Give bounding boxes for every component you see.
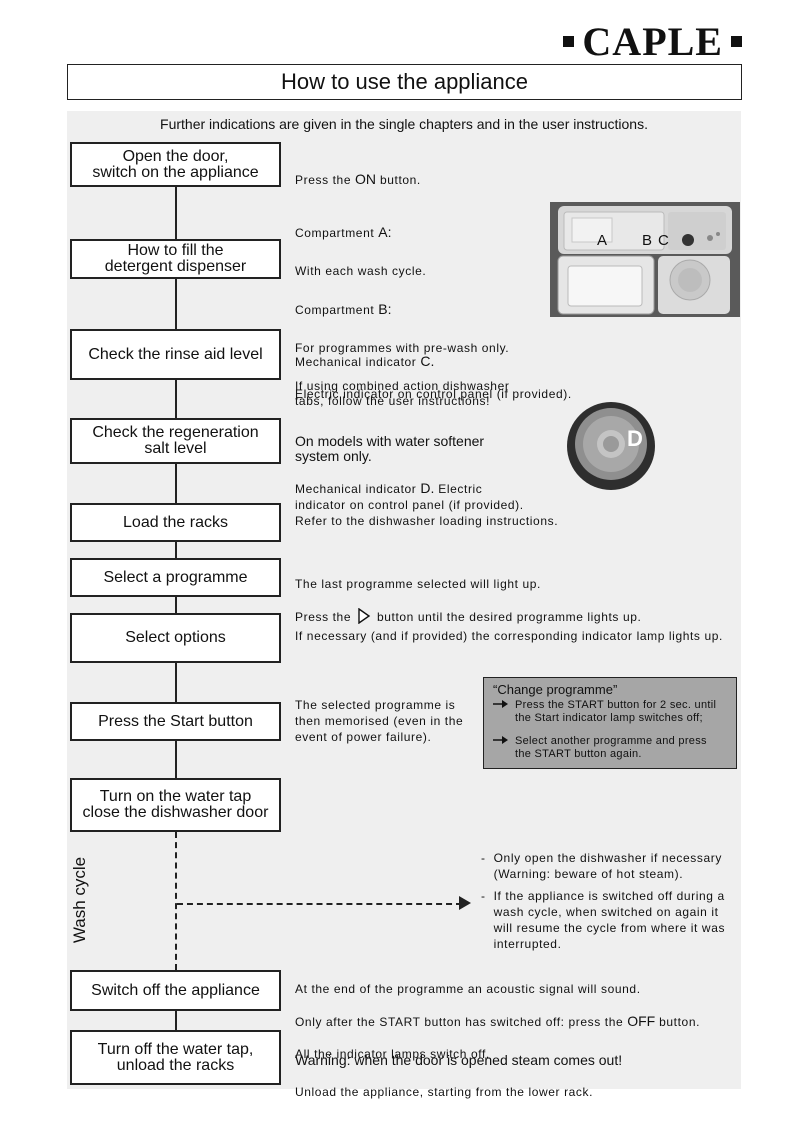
connector-line xyxy=(175,380,177,418)
compartment-a-line: Compartment A: xyxy=(295,223,509,243)
step-fill-detergent: How to fill the detergent dispenser xyxy=(70,239,281,279)
desc-text: button. xyxy=(655,1015,700,1029)
arrow-right-icon xyxy=(493,735,509,761)
step-select-programme: Select a programme xyxy=(70,558,281,597)
indicator-c-letter: C. xyxy=(420,353,434,369)
label-c: C xyxy=(658,232,669,249)
change-item-text: Select another programme and press the S… xyxy=(515,735,707,761)
label-b: B xyxy=(642,232,652,249)
unload-text: Unload the appliance, starting from the … xyxy=(295,1084,622,1100)
desc-rinse-aid: Mechanical indicator C. Electric indicat… xyxy=(295,337,572,418)
wash-cycle-label: Wash cycle xyxy=(70,857,90,943)
desc-load: Refer to the dishwasher loading instruct… xyxy=(295,513,558,529)
connector-line xyxy=(175,663,177,702)
desc-text: Compartment xyxy=(295,226,378,240)
compartment-b-line: Compartment B: xyxy=(295,300,509,320)
wash-bullet: - Only open the dishwasher if necessary … xyxy=(481,850,722,882)
change-programme-item: Select another programme and press the S… xyxy=(493,735,707,761)
logo-square-right xyxy=(731,36,742,47)
connector-line xyxy=(175,597,177,613)
wash-bullet: - If the appliance is switched off durin… xyxy=(481,888,725,952)
switchoff-line-2: Only after the START button has switched… xyxy=(295,1013,700,1030)
switchoff-line-1: At the end of the programme an acoustic … xyxy=(295,981,700,997)
compartment-a-text: With each wash cycle. xyxy=(295,262,509,281)
desc-text: Mechanical indicator xyxy=(295,355,420,369)
desc-text: Press the xyxy=(295,610,355,624)
connector-line xyxy=(175,464,177,503)
brand-logo: CAPLE xyxy=(563,18,742,65)
rinse-line-1: Mechanical indicator C. xyxy=(295,353,572,370)
steam-warning: Warning: when the door is opened steam c… xyxy=(295,1052,622,1068)
salt-line: Mechanical indicator D. Electric indicat… xyxy=(295,480,524,513)
bullet-dash: - xyxy=(481,850,486,882)
brand-name: CAPLE xyxy=(582,18,723,65)
compartment-a-letter: A: xyxy=(378,224,391,240)
step-check-salt: Check the regeneration salt level xyxy=(70,418,281,464)
select-line-1: The last programme selected will light u… xyxy=(295,576,641,592)
connector-line xyxy=(175,187,177,239)
change-item-text: Press the START button for 2 sec. until … xyxy=(515,699,716,725)
step-check-rinse-aid: Check the rinse aid level xyxy=(70,329,281,380)
logo-square-left xyxy=(563,36,574,47)
desc-text: Only after the START button has switched… xyxy=(295,1015,627,1029)
play-button-icon xyxy=(357,608,371,628)
connector-line xyxy=(175,542,177,558)
label-a: A xyxy=(597,232,607,249)
salt-indicator-photo: D xyxy=(563,400,659,492)
indicator-d-letter: D. xyxy=(420,480,434,496)
desc-open-door: Press the ON button. xyxy=(295,155,421,188)
select-line-2: Press the button until the desired progr… xyxy=(295,608,641,628)
step-turn-on-tap: Turn on the water tap close the dishwash… xyxy=(70,778,281,832)
arrow-right-icon xyxy=(493,699,509,725)
desc-start: The selected programme is then memorised… xyxy=(295,697,463,745)
wash-bullet-text: Only open the dishwasher if necessary (W… xyxy=(494,850,722,882)
desc-text: Compartment xyxy=(295,303,378,317)
label-d: D xyxy=(627,426,643,452)
connector-line xyxy=(175,1011,177,1030)
compartment-b-letter: B: xyxy=(378,301,391,317)
step-switch-off: Switch off the appliance xyxy=(70,970,281,1011)
wash-bullet-text: If the appliance is switched off during … xyxy=(494,888,725,952)
step-load-racks: Load the racks xyxy=(70,503,281,542)
on-word: ON xyxy=(355,171,376,187)
wash-cycle-dashed-line xyxy=(175,832,177,970)
desc-text: button. xyxy=(376,173,421,187)
intro-text: Further indications are given in the sin… xyxy=(67,116,741,132)
page-title: How to use the appliance xyxy=(67,64,742,100)
bullet-dash: - xyxy=(481,888,486,952)
change-programme-item: Press the START button for 2 sec. until … xyxy=(493,699,716,725)
rinse-line-2: Electric indicator on control panel (if … xyxy=(295,386,572,402)
dispenser-photo: A B C xyxy=(550,202,740,317)
change-programme-title: “Change programme” xyxy=(493,682,617,697)
connector-line xyxy=(175,279,177,329)
desc-text: Mechanical indicator xyxy=(295,482,420,496)
desc-text: Press the xyxy=(295,173,355,187)
step-press-start: Press the Start button xyxy=(70,702,281,741)
salt-heading: On models with water softener system onl… xyxy=(295,434,524,464)
desc-text: button until the desired programme light… xyxy=(373,610,641,624)
step-select-options: Select options xyxy=(70,613,281,663)
desc-unload: Warning: when the door is opened steam c… xyxy=(295,1036,622,1116)
desc-options: If necessary (and if provided) the corre… xyxy=(295,628,723,644)
off-word: OFF xyxy=(627,1013,655,1029)
step-unload-racks: Turn off the water tap, unload the racks xyxy=(70,1030,281,1085)
wash-cycle-arrow-line xyxy=(177,903,462,905)
step-open-door: Open the door, switch on the appliance xyxy=(70,142,281,187)
arrowhead-icon xyxy=(459,896,471,910)
connector-line xyxy=(175,741,177,778)
